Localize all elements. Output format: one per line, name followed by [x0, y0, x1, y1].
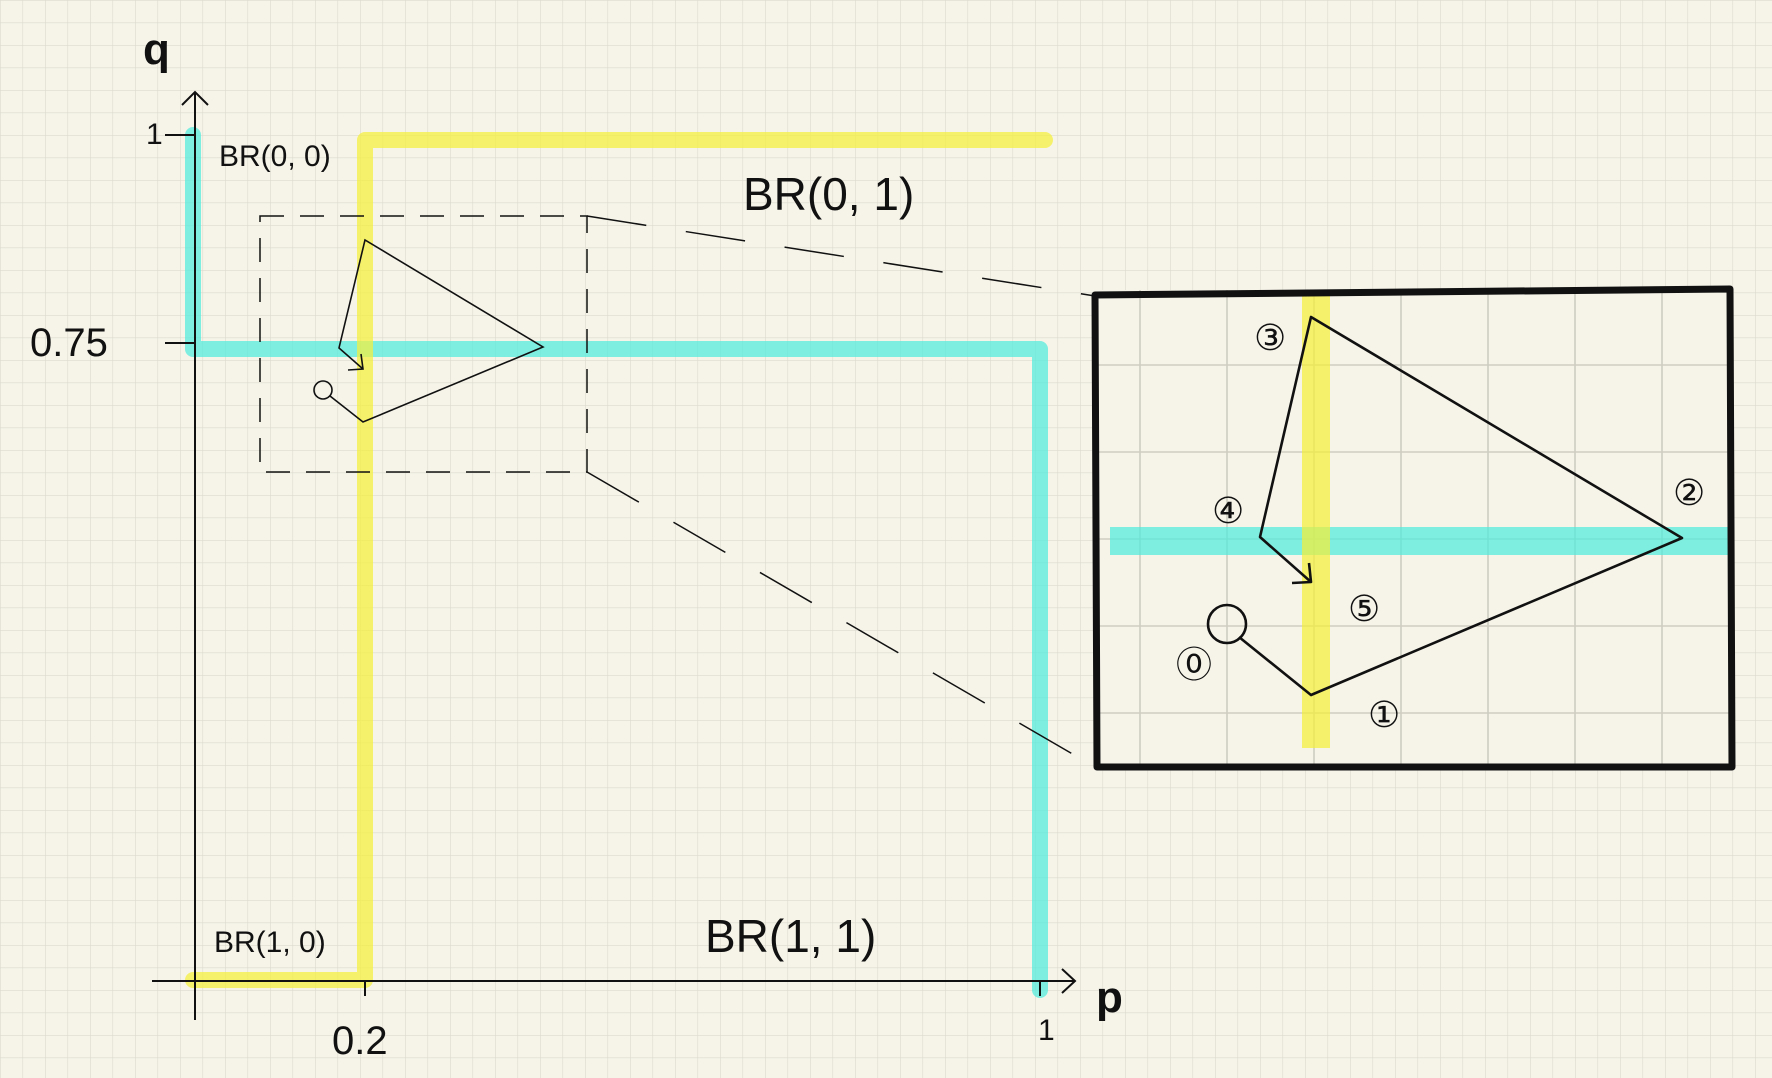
y-tick-label-1: 1: [146, 118, 163, 151]
step-label-3: ③: [1254, 318, 1286, 359]
region-label-br10: BR(1, 0): [214, 926, 326, 959]
inset-start-point: [1206, 603, 1248, 645]
y-axis-arrow: [181, 90, 209, 106]
trajectory: [329, 238, 545, 423]
inset-arrowhead: [1291, 562, 1313, 585]
best-response-q: [185, 127, 1048, 998]
step-label-4: ④: [1212, 491, 1244, 532]
step-label-5: ⑤: [1348, 589, 1380, 630]
start-point: [313, 380, 333, 400]
trajectory-arrowhead: [347, 353, 364, 371]
zoom-inset: ⓪ ① ② ③ ④ ⑤: [1091, 285, 1736, 771]
x-tick-label-1: 1: [1038, 1014, 1055, 1047]
inset-trajectory: [1206, 315, 1684, 697]
x-axis-arrow: [1061, 968, 1077, 994]
y-axis-label: q: [143, 25, 170, 74]
region-label-br00: BR(0, 0): [219, 140, 331, 173]
main-plot: q p 1 0.75 0.2 1 BR(0, 0) BR(0, 1) BR(1,…: [30, 25, 1123, 1063]
inset-path: [1238, 315, 1684, 697]
x-tick-label-02: 0.2: [332, 1019, 388, 1063]
zoom-connector-top: [586, 215, 1096, 297]
region-label-br11: BR(1, 1): [705, 910, 876, 962]
y-tick-label-075: 0.75: [30, 321, 108, 365]
step-label-1: ①: [1368, 695, 1400, 736]
br-q-line: [185, 127, 1048, 998]
zoom-region: [259, 215, 588, 473]
step-label-2: ②: [1673, 473, 1705, 514]
step-label-0: ⓪: [1176, 645, 1212, 686]
x-axis-label: p: [1096, 973, 1123, 1022]
inset-frame: [1091, 285, 1736, 771]
region-label-br01: BR(0, 1): [743, 168, 914, 220]
dynamics-sketch: [313, 238, 545, 423]
